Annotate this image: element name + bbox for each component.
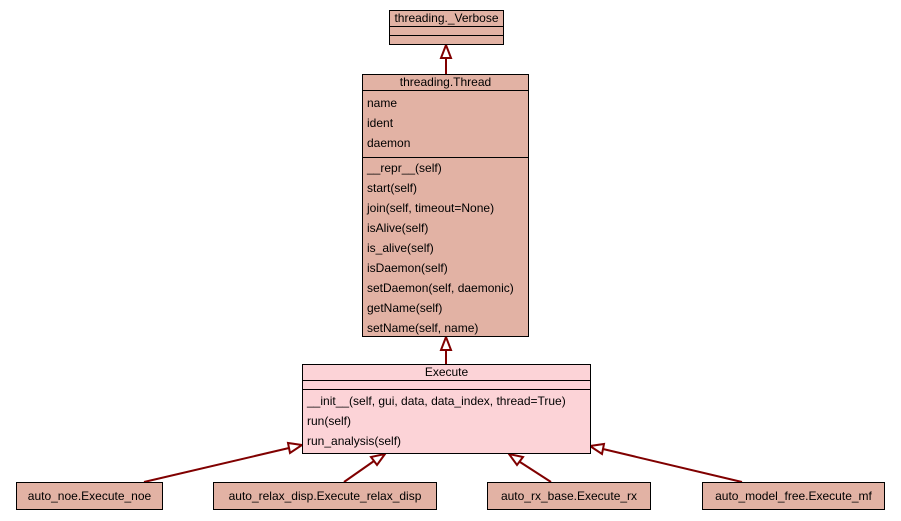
thread-method: start(self) bbox=[367, 181, 418, 195]
arrowhead-noe bbox=[286, 441, 305, 455]
edge-rx-to-execute bbox=[519, 461, 552, 483]
thread-attribute: ident bbox=[367, 116, 394, 130]
class-box-execute[interactable]: Execute __init__(self, gui, data, data_i… bbox=[302, 364, 591, 454]
arrowhead-relax-disp bbox=[369, 452, 388, 467]
arrowhead-verbose bbox=[439, 42, 453, 59]
verbose-attributes-section bbox=[390, 27, 503, 36]
class-box-execute-relax-disp[interactable]: auto_relax_disp.Execute_relax_disp bbox=[213, 482, 437, 510]
class-box-execute-mf[interactable]: auto_model_free.Execute_mf bbox=[702, 482, 885, 510]
thread-method: __repr__(self) bbox=[367, 161, 442, 175]
thread-method: getName(self) bbox=[367, 301, 443, 315]
execute-methods-section: __init__(self, gui, data, data_index, th… bbox=[303, 390, 590, 451]
arrowhead-thread bbox=[439, 334, 453, 351]
arrowhead-mf bbox=[587, 442, 606, 456]
class-box-execute-noe[interactable]: auto_noe.Execute_noe bbox=[16, 482, 163, 510]
class-box-verbose[interactable]: threading._Verbose bbox=[389, 10, 504, 45]
verbose-methods-section bbox=[390, 36, 503, 45]
thread-method: setName(self, name) bbox=[367, 321, 479, 335]
arrowhead-rx bbox=[506, 452, 525, 467]
class-name-verbose: threading._Verbose bbox=[390, 11, 503, 27]
edge-noe-to-execute bbox=[143, 447, 290, 483]
edge-mf-to-execute bbox=[602, 448, 743, 483]
thread-methods-section: __repr__(self) start(self) join(self, ti… bbox=[363, 158, 528, 338]
thread-attribute: daemon bbox=[367, 136, 411, 150]
execute-method: run(self) bbox=[307, 414, 352, 428]
thread-method: setDaemon(self, daemonic) bbox=[367, 281, 514, 295]
class-name-thread: threading.Thread bbox=[363, 75, 528, 91]
thread-attributes-section: name ident daemon bbox=[363, 91, 528, 158]
thread-method: is_alive(self) bbox=[367, 241, 434, 255]
class-box-thread[interactable]: threading.Thread name ident daemon __rep… bbox=[362, 74, 529, 337]
edge-relax-disp-to-execute bbox=[343, 460, 375, 483]
thread-method: isDaemon(self) bbox=[367, 261, 448, 275]
thread-method: join(self, timeout=None) bbox=[367, 201, 495, 215]
class-box-execute-rx[interactable]: auto_rx_base.Execute_rx bbox=[487, 482, 651, 510]
class-name-execute: Execute bbox=[303, 365, 590, 381]
execute-method: run_analysis(self) bbox=[307, 434, 402, 448]
thread-method: isAlive(self) bbox=[367, 221, 429, 235]
thread-attribute: name bbox=[367, 96, 398, 110]
execute-method: __init__(self, gui, data, data_index, th… bbox=[307, 394, 566, 408]
execute-attributes-section bbox=[303, 381, 590, 390]
